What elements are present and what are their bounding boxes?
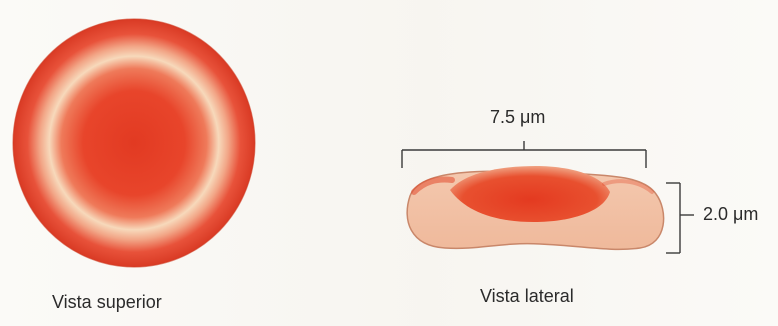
side-view-cell — [407, 166, 663, 249]
width-dimension-bracket — [402, 141, 646, 168]
width-dimension-label: 7.5 μm — [490, 108, 545, 126]
side-view-caption: Vista lateral — [480, 287, 574, 305]
height-dimension-label: 2.0 μm — [703, 205, 758, 223]
height-dimension-bracket — [666, 183, 694, 253]
top-view-cell — [13, 19, 255, 267]
top-view-caption: Vista superior — [52, 293, 162, 311]
